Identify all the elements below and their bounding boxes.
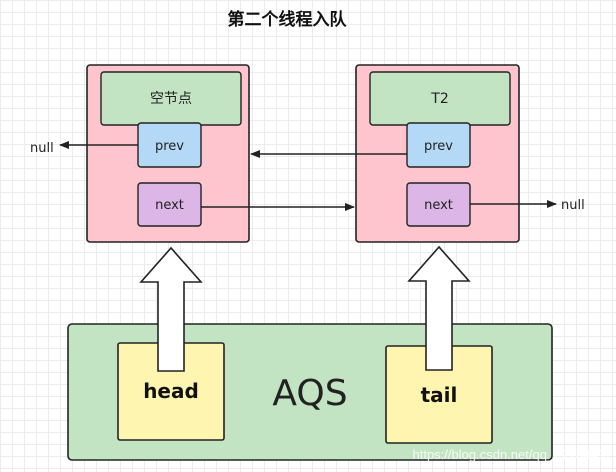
empty-node-next-label: next [155, 198, 184, 213]
aqs-label: AQS [272, 373, 347, 414]
t2-node-data-label: T2 [430, 91, 448, 107]
empty-node-next-box [137, 182, 202, 227]
tail-label: tail [421, 383, 458, 407]
null-right-label: null [561, 198, 585, 213]
t2-node-prev-box [406, 122, 471, 168]
t2-node-next-label: next [424, 198, 453, 213]
t2-node-prev-label: prev [424, 139, 453, 154]
empty-node-data-label: 空节点 [150, 91, 192, 107]
watermark-text: https://blog.csdn.net/qq_27184497 [413, 447, 613, 462]
tail-to-t2-node-arrow [407, 245, 471, 371]
diagram-title: 第二个线程入队 [228, 9, 348, 30]
head-to-empty-node-arrow [139, 246, 203, 372]
head-label: head [143, 379, 199, 403]
null-left-label: null [30, 141, 54, 156]
empty-node-prev-label: prev [155, 139, 184, 154]
